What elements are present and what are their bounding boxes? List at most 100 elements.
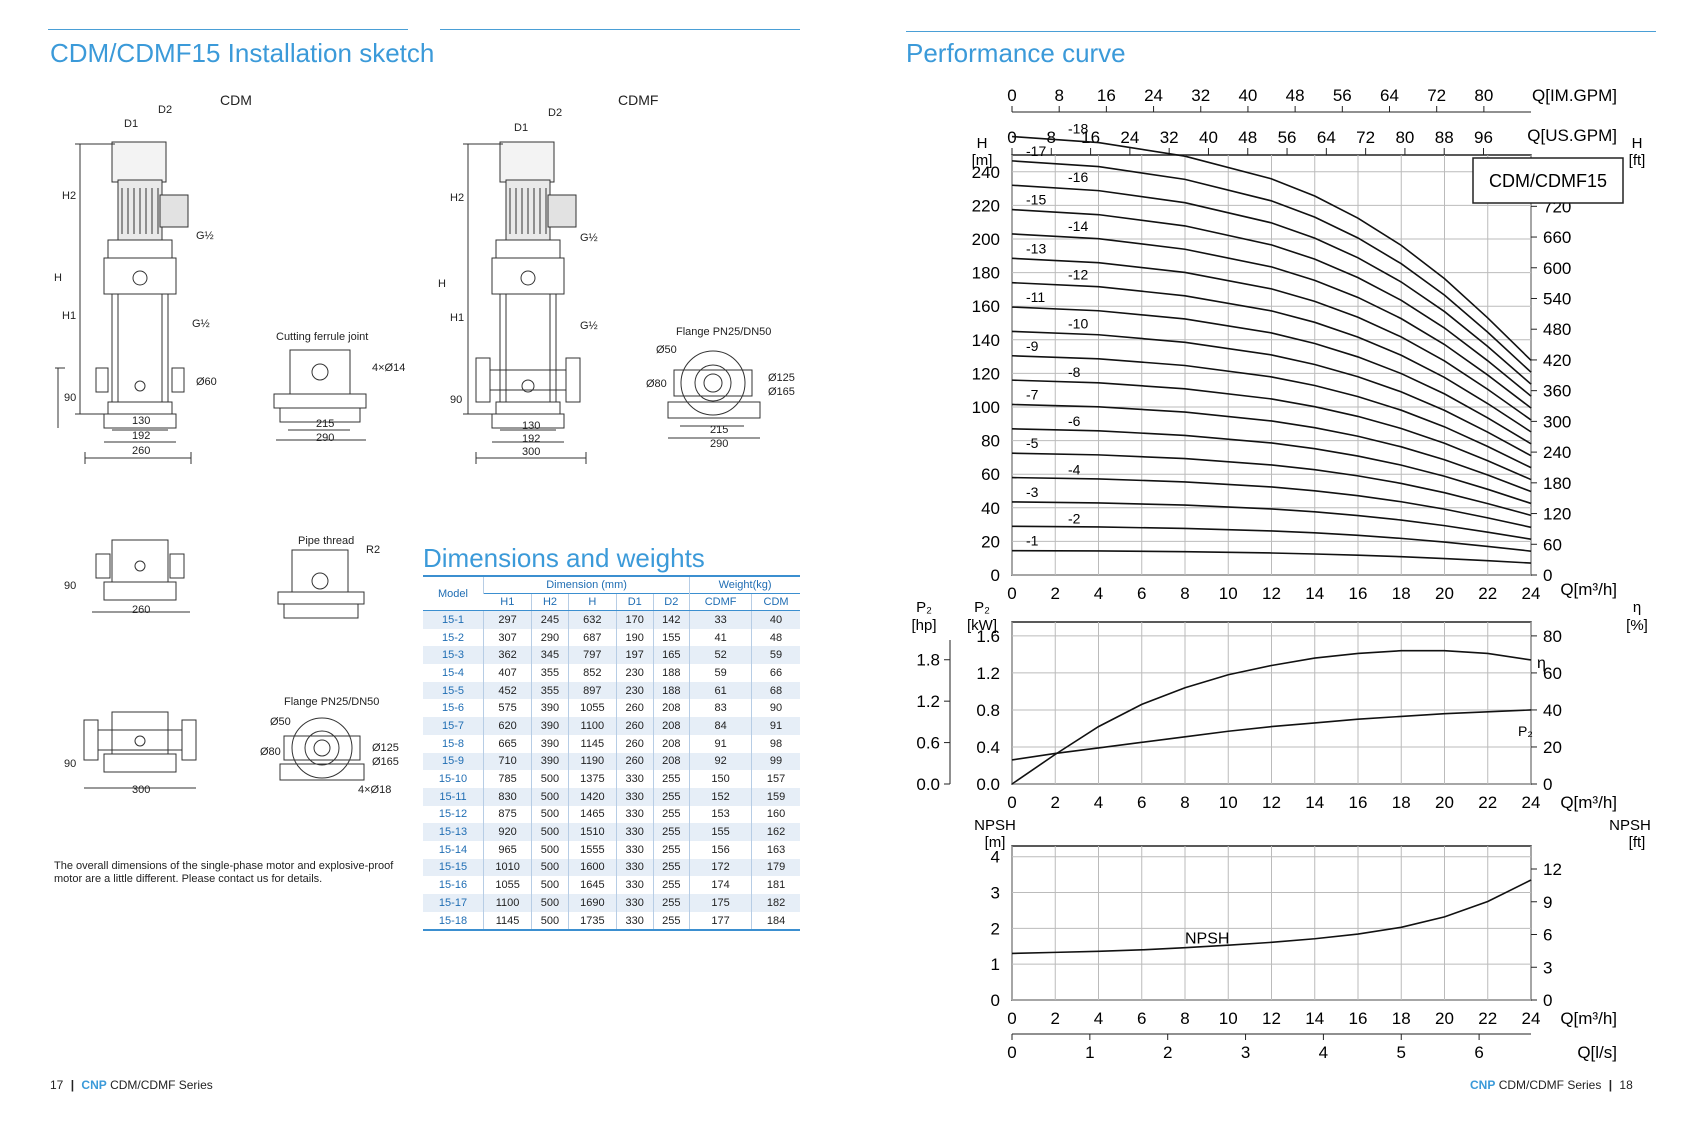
value-cell: 255 <box>652 876 690 894</box>
head-ft-tick: 420 <box>1543 351 1571 370</box>
npsh-y-tick: 4 <box>991 848 1000 867</box>
us-gpm-axis-label: Q[US.GPM] <box>1527 126 1617 145</box>
npsh-x-tick: 8 <box>1180 1009 1189 1028</box>
npsh-right-axis-label-1: NPSH <box>1609 817 1651 834</box>
model-cell: 15-7 <box>423 717 484 735</box>
npsh-x-axis-label: Q[m³/h] <box>1560 1009 1617 1028</box>
phi60-label: Ø60 <box>196 376 217 388</box>
value-cell: 260 <box>615 699 654 718</box>
model-cell: 15-4 <box>441 666 465 679</box>
kw-tick: 0.0 <box>976 775 1000 794</box>
value-cell: 33 <box>689 610 752 629</box>
power-x-tick: 20 <box>1435 793 1454 812</box>
value-cell: 390 <box>531 752 569 771</box>
im-gpm-tick: 40 <box>1238 86 1257 105</box>
hp-tick: 0.0 <box>916 775 940 794</box>
value-cell: 500 <box>531 876 569 894</box>
hp-tick: 0.6 <box>916 734 940 753</box>
curve-label: -18 <box>1068 121 1088 137</box>
value-cell: 330 <box>615 911 654 932</box>
head-curve <box>1011 306 1532 445</box>
npsh-x-tick: 2 <box>1051 1009 1060 1028</box>
value-cell: 165 <box>652 646 690 665</box>
curve-label: -5 <box>1026 435 1039 451</box>
power-x-tick: 14 <box>1305 793 1324 812</box>
value-cell: 208 <box>652 752 690 771</box>
us-gpm-tick: 88 <box>1435 128 1454 147</box>
head-curve <box>1011 233 1532 409</box>
value-cell: 159 <box>751 787 800 806</box>
pipe-thread-label: Pipe thread <box>298 535 355 547</box>
cnp-logo: CNP <box>81 1078 107 1092</box>
head-curve <box>1011 135 1532 361</box>
value-cell: 330 <box>615 805 654 824</box>
value-cell: 355 <box>531 681 569 700</box>
flange-base-290: 290 <box>710 438 729 450</box>
head-y-tick: 160 <box>972 297 1000 316</box>
value-cell: 390 <box>531 717 569 735</box>
curve-label: -1 <box>1026 533 1039 549</box>
value-cell: 830 <box>482 787 532 806</box>
us-gpm-tick: 96 <box>1474 128 1493 147</box>
value-cell: 290 <box>531 628 569 647</box>
npsh-x-tick: 20 <box>1435 1009 1454 1028</box>
model-header: Model <box>423 575 484 611</box>
head-curve <box>1011 452 1532 517</box>
head-x-tick: 2 <box>1051 584 1060 603</box>
value-cell: 1010 <box>482 858 532 877</box>
curve-label: -7 <box>1026 386 1039 402</box>
eta-axis-label-1: η <box>1633 599 1641 616</box>
kw-axis-label-2: [kW] <box>967 617 997 634</box>
head-x-tick: 20 <box>1435 584 1454 603</box>
model-cell: 15-17 <box>423 894 484 912</box>
eta-tick: 0 <box>1543 775 1552 794</box>
eta-curve-label: η <box>1537 655 1546 672</box>
value-cell: 66 <box>751 664 800 682</box>
head-y-tick: 120 <box>972 364 1000 383</box>
model-cell: 15-11 <box>423 787 484 806</box>
flange-bottom-phi165: Ø165 <box>372 756 399 768</box>
model-cell: 15-15 <box>423 858 484 877</box>
column-header: H1 <box>483 593 532 611</box>
page-title-right: Performance curve <box>906 38 1126 68</box>
cdmf-side-90-label: 90 <box>64 758 77 770</box>
head-curve <box>1011 354 1532 469</box>
value-cell: 500 <box>531 894 569 912</box>
hp-tick: 1.8 <box>916 651 940 670</box>
npsh-axis-label-1: NPSH <box>974 817 1016 834</box>
column-header: D2 <box>652 593 690 611</box>
curve-label: -12 <box>1068 267 1088 283</box>
value-cell: 197 <box>615 646 654 665</box>
dim-90-cdmf: 90 <box>450 394 463 406</box>
us-gpm-tick: 0 <box>1007 128 1016 147</box>
dimensions-title: Dimensions and weights <box>423 543 705 573</box>
cutting-ferrule-label: Cutting ferrule joint <box>276 331 369 343</box>
power-x-axis-label: Q[m³/h] <box>1560 793 1617 812</box>
column-header: CDM <box>751 593 800 611</box>
value-cell: 163 <box>751 840 800 859</box>
value-cell: 68 <box>751 681 800 700</box>
head-x-tick: 24 <box>1522 584 1541 603</box>
value-cell: 255 <box>652 858 690 877</box>
dim-90: 90 <box>64 392 77 404</box>
npsh-ft-tick: 3 <box>1543 958 1552 977</box>
head-y-axis-label-1: H <box>977 135 988 152</box>
value-cell: 390 <box>531 699 569 718</box>
head-y-tick: 60 <box>981 465 1000 484</box>
kw-tick: 0.4 <box>976 738 1000 757</box>
flange-phi165: Ø165 <box>768 386 795 398</box>
npsh-curve-label: NPSH <box>1185 930 1229 947</box>
model-cell: 15-6 <box>441 702 465 715</box>
value-cell: 177 <box>689 911 752 932</box>
im-gpm-tick: 24 <box>1144 86 1163 105</box>
value-cell: 92 <box>689 752 752 771</box>
